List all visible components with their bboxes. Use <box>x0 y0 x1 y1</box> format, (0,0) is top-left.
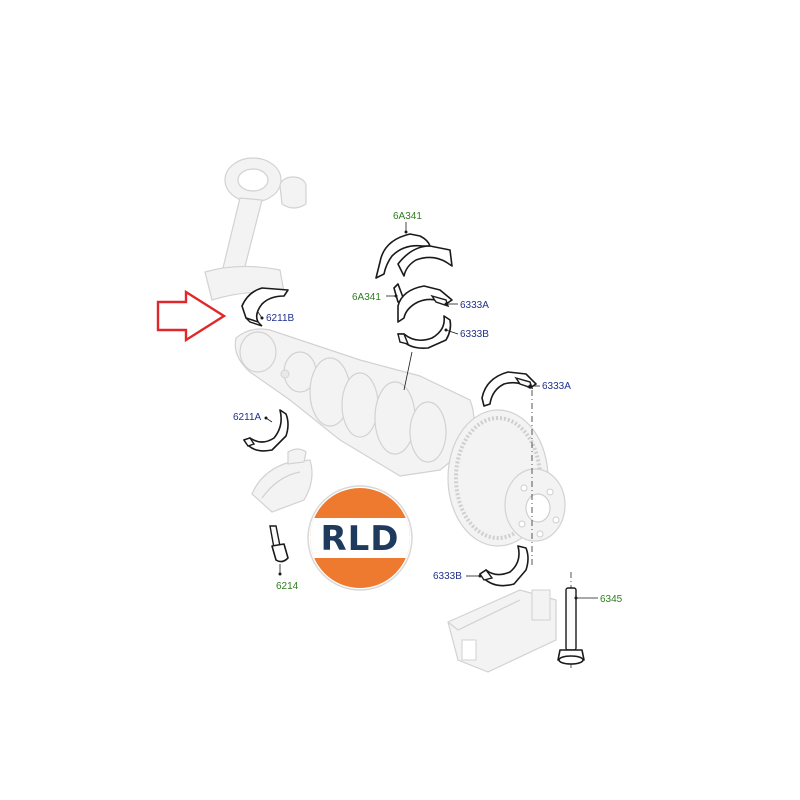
callout-6214: 6214 <box>276 581 299 592</box>
callout-6333B-lower: 6333B <box>433 571 462 582</box>
rod-cap-ghost <box>251 448 313 513</box>
main-bearing-6333A-upper[interactable] <box>397 285 458 323</box>
callout-6A341-mid: 6A341 <box>352 292 381 303</box>
thrust-washer-6A341-upper[interactable] <box>375 222 453 279</box>
connecting-rod-ghost <box>204 157 307 301</box>
callout-6A341-top: 6A341 <box>393 211 422 222</box>
rod-bolt-6214[interactable] <box>269 525 289 576</box>
callout-6333A-upper: 6333A <box>460 300 489 311</box>
flywheel-ghost <box>447 409 566 547</box>
main-bearing-6333B-upper[interactable] <box>397 315 459 391</box>
crankshaft-ghost <box>204 157 566 673</box>
callout-6211B: 6211B <box>266 313 295 324</box>
callout-6333A-lower: 6333A <box>542 381 571 392</box>
bearing-shell-6211A[interactable] <box>242 409 289 452</box>
main-bearing-cap-ghost <box>447 589 557 673</box>
main-bearing-6333B-lower[interactable] <box>466 545 529 587</box>
bearing-shell-6211B[interactable] <box>241 287 289 327</box>
main-cap-bolt-6345[interactable] <box>557 587 598 665</box>
logo-text: RLD <box>320 519 399 559</box>
main-bearing-6333A-lower[interactable] <box>481 371 540 407</box>
callout-6333B-upper: 6333B <box>460 329 489 340</box>
highlight-arrow-icon <box>156 289 227 343</box>
rld-logo: RLD <box>307 485 413 591</box>
callout-6345: 6345 <box>600 594 623 605</box>
callout-6211A: 6211A <box>233 412 262 423</box>
